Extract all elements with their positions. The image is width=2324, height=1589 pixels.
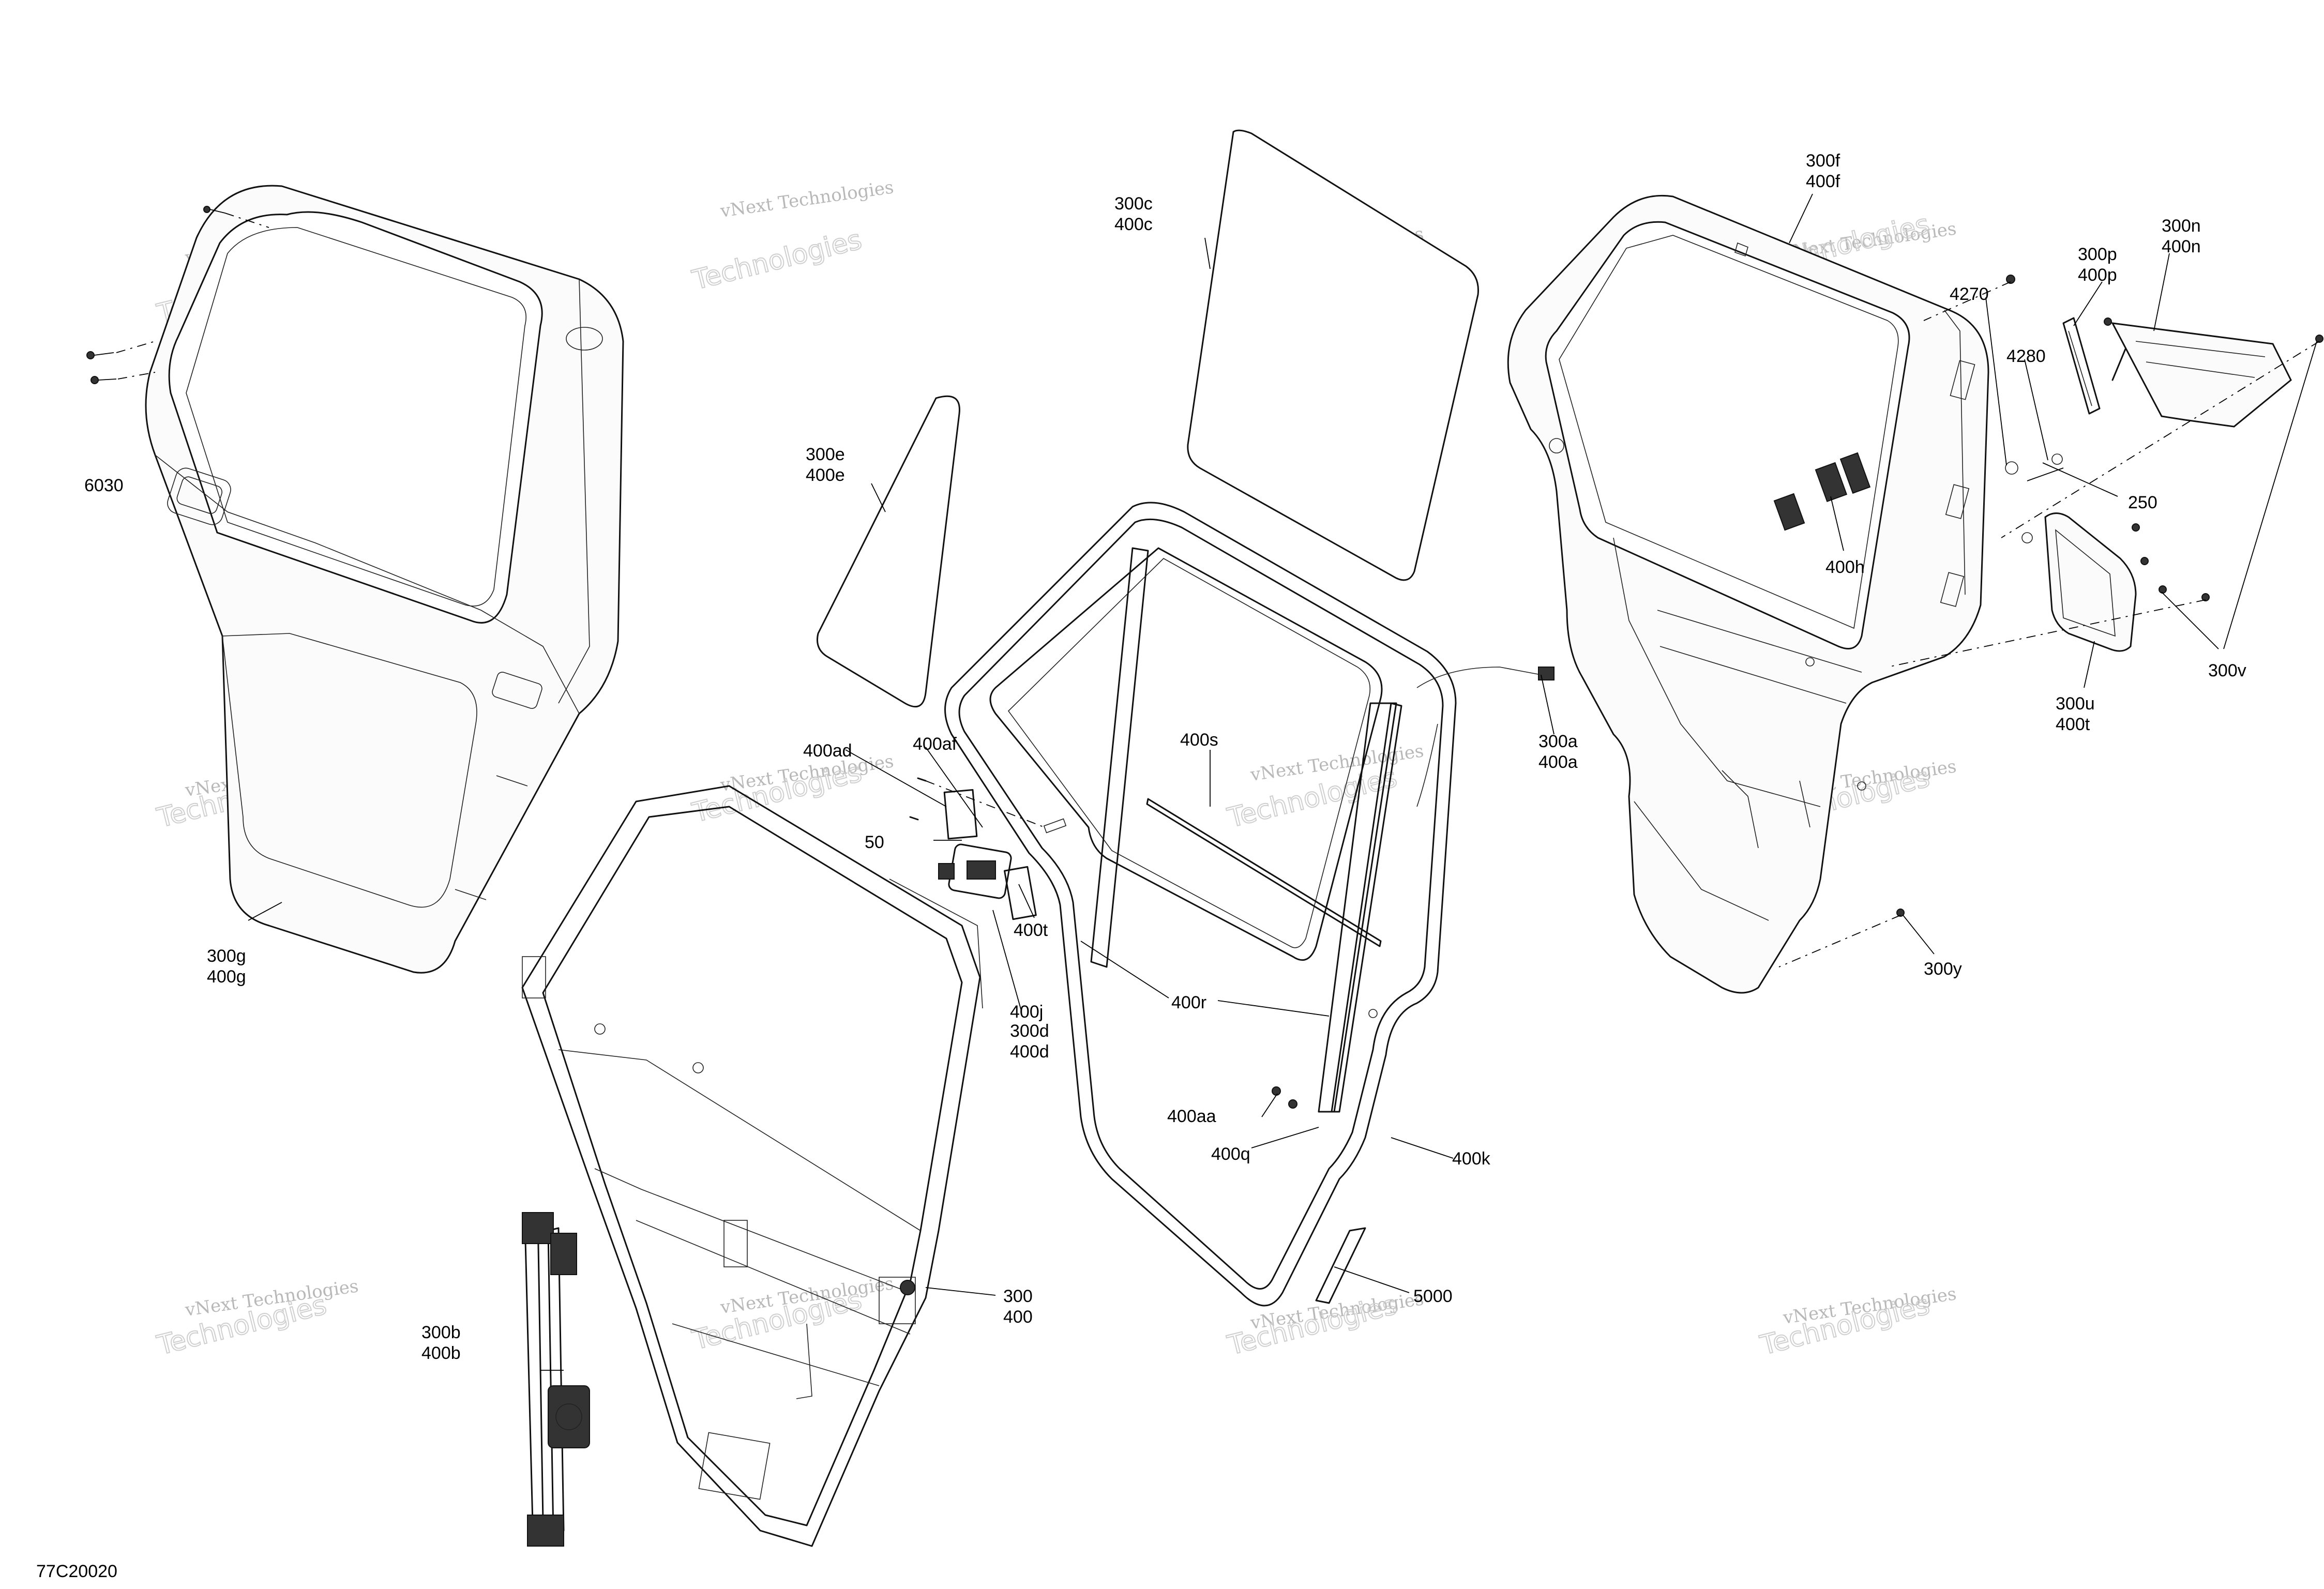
diagram-id: 77C20020	[36, 1562, 117, 1581]
window-regulator	[522, 1212, 590, 1547]
leader-lines	[248, 193, 2317, 1371]
callout-400g: 400g	[207, 967, 246, 987]
callout-400p: 400p	[2078, 265, 2117, 285]
callout-400c: 400c	[1114, 215, 1153, 234]
watermark-text: vNext Technologies	[719, 177, 895, 222]
callout-400d: 400d	[1010, 1042, 1049, 1062]
speaker-cover	[2044, 512, 2137, 652]
inner-door-panel	[1507, 194, 1989, 994]
callout-400q: 400q	[1211, 1144, 1250, 1164]
callout-400e: 400e	[806, 465, 845, 485]
callout-4270: 4270	[1950, 284, 1989, 304]
callout-300y: 300y	[1924, 959, 1962, 979]
callout-300a: 300a	[1538, 732, 1578, 751]
main-window-glass	[1187, 129, 1480, 581]
callout-400j: 400j	[1010, 1002, 1043, 1022]
watermark-2: vNext Technologies	[719, 177, 895, 222]
callout-400n: 400n	[2162, 237, 2201, 256]
door-frame	[521, 785, 983, 1547]
callout-250: 250	[2128, 493, 2157, 512]
callout-400aa: 400aa	[1167, 1107, 1216, 1126]
watermark-text: Technologies	[689, 224, 865, 296]
callout-400h: 400h	[1825, 557, 1865, 577]
outer-door-panel	[145, 185, 624, 974]
callout-400f: 400f	[1806, 172, 1840, 191]
callout-400: 400	[1003, 1307, 1033, 1327]
callout-400b: 400b	[421, 1343, 461, 1363]
callout-400ad: 400ad	[803, 741, 852, 761]
callout-300f: 300f	[1806, 151, 1840, 171]
callout-300e: 300e	[806, 445, 845, 464]
callout-400r: 400r	[1171, 993, 1206, 1012]
callout-400t-right: 400t	[2056, 715, 2090, 734]
callout-50: 50	[865, 833, 884, 852]
callout-300g: 300g	[207, 946, 246, 966]
callout-4280: 4280	[2006, 346, 2046, 366]
callout-300n: 300n	[2162, 216, 2201, 236]
callout-300b: 300b	[421, 1323, 461, 1342]
watermark-big-2: Technologies	[689, 224, 866, 297]
screws-6030	[86, 206, 269, 384]
screws-right	[1778, 275, 2323, 967]
callout-400s: 400s	[1180, 730, 1218, 750]
seal-frame	[944, 502, 1555, 1307]
corner-panel	[2111, 322, 2292, 428]
callout-300v: 300v	[2208, 661, 2246, 680]
callout-400af: 400af	[913, 734, 957, 754]
callout-400t: 400t	[1014, 920, 1048, 940]
callout-300u: 300u	[2056, 694, 2095, 714]
callout-300p: 300p	[2078, 245, 2117, 264]
latch-assembly	[909, 777, 1067, 920]
callout-300c: 300c	[1114, 194, 1153, 214]
callout-300d: 300d	[1010, 1021, 1049, 1041]
callout-labels: 6030 300g 400g 300e 400e 300c 400c 400ad…	[36, 151, 2246, 1581]
callout-5000: 5000	[1413, 1287, 1453, 1306]
callout-6030: 6030	[84, 476, 124, 495]
grab-handle	[2062, 317, 2126, 415]
callout-400a: 400a	[1538, 752, 1578, 772]
triangle-glass	[817, 395, 960, 708]
callout-300: 300	[1003, 1287, 1033, 1306]
callout-400k: 400k	[1452, 1149, 1491, 1169]
